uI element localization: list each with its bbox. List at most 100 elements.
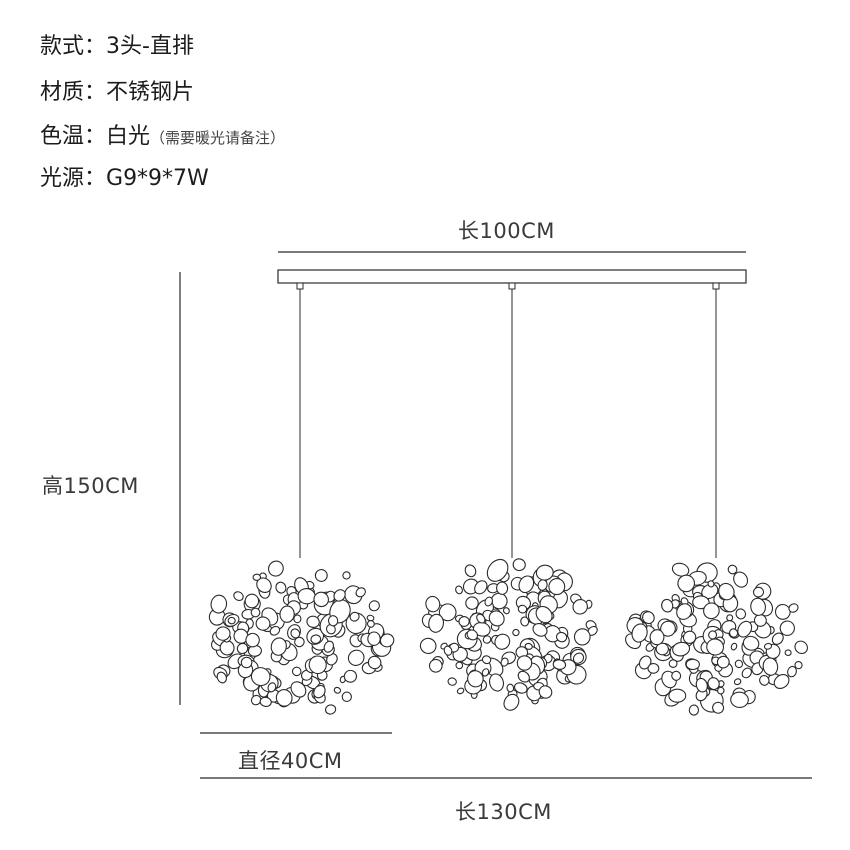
steel-disc	[324, 704, 337, 715]
pendant-1	[208, 282, 395, 715]
steel-disc	[794, 640, 808, 655]
steel-disc	[275, 689, 293, 707]
spec-material: 材质：不锈钢片	[40, 78, 194, 108]
steel-disc	[425, 595, 441, 613]
steel-disc	[742, 635, 760, 651]
steel-disc	[245, 632, 260, 648]
steel-disc	[512, 558, 526, 572]
steel-disc	[310, 634, 322, 644]
steel-disc	[367, 655, 382, 670]
steel-disc	[535, 564, 554, 581]
steel-disc	[419, 637, 437, 654]
steel-disc	[676, 603, 693, 620]
steel-disc	[712, 701, 725, 714]
steel-disc	[488, 610, 505, 627]
steel-disc	[313, 684, 326, 699]
steel-disc	[773, 674, 790, 689]
bottom-length-label: 长130CM	[455, 800, 552, 824]
pendant-2-cluster	[419, 558, 598, 711]
steel-disc	[481, 668, 490, 677]
steel-disc	[753, 613, 767, 627]
diameter-label: 直径40CM	[238, 749, 343, 773]
steel-disc	[447, 677, 457, 686]
steel-disc	[496, 581, 509, 595]
steel-disc	[688, 704, 700, 716]
steel-disc	[695, 677, 708, 693]
steel-disc	[458, 616, 470, 627]
spec-material-label: 材质：	[40, 80, 107, 105]
steel-disc	[535, 605, 553, 624]
steel-disc	[481, 655, 492, 665]
steel-disc	[734, 659, 744, 669]
steel-disc	[655, 642, 669, 656]
steel-disc	[314, 569, 328, 582]
steel-disc	[464, 564, 477, 578]
pendant-3	[625, 282, 808, 716]
pendant-3-cord-cap	[712, 282, 720, 290]
steel-disc	[250, 667, 271, 687]
steel-disc	[524, 642, 533, 650]
steel-disc	[268, 560, 284, 577]
steel-disc	[730, 642, 738, 651]
steel-disc	[333, 686, 342, 694]
steel-disc	[279, 605, 295, 623]
steel-disc	[516, 655, 533, 671]
steel-disc	[488, 673, 505, 692]
steel-disc	[730, 691, 749, 708]
steel-disc	[270, 637, 287, 656]
steel-disc	[703, 602, 720, 620]
steel-disc	[517, 670, 530, 683]
spec-color-temp-label: 色温：	[40, 124, 107, 149]
steel-disc	[252, 573, 262, 581]
steel-disc	[467, 670, 484, 688]
steel-disc	[255, 616, 271, 631]
steel-disc	[573, 628, 591, 646]
steel-disc	[660, 620, 676, 637]
steel-disc	[706, 638, 725, 656]
steel-disc	[750, 597, 766, 616]
steel-disc	[333, 589, 346, 602]
steel-disc	[759, 674, 770, 686]
top-length-label: 长100CM	[458, 219, 555, 243]
steel-disc	[294, 636, 305, 648]
steel-disc	[735, 608, 747, 620]
steel-disc	[443, 645, 453, 656]
steel-disc	[506, 683, 515, 693]
steel-disc	[484, 596, 494, 607]
spec-style: 款式：3头-直排	[40, 32, 194, 62]
steel-disc	[771, 632, 784, 645]
steel-disc	[250, 607, 261, 618]
steel-disc	[556, 631, 568, 643]
steel-disc	[455, 661, 464, 670]
steel-disc	[774, 603, 791, 620]
steel-disc	[482, 635, 492, 644]
steel-disc	[308, 655, 327, 675]
steel-disc	[647, 663, 660, 674]
spec-style-label: 款式：	[40, 34, 107, 59]
steel-disc	[517, 604, 528, 614]
steel-disc	[347, 649, 365, 666]
steel-disc	[216, 671, 227, 684]
steel-disc	[250, 694, 262, 706]
spec-color-temp-value: 白光	[106, 124, 151, 149]
steel-disc	[267, 682, 277, 693]
steel-disc	[727, 564, 738, 575]
steel-disc	[737, 620, 753, 638]
steel-disc	[290, 681, 307, 698]
steel-disc	[325, 624, 336, 635]
spec-material-value: 不锈钢片	[106, 80, 195, 105]
steel-disc	[275, 581, 287, 594]
steel-disc	[520, 616, 530, 627]
steel-disc	[784, 649, 792, 657]
height-label: 高150CM	[42, 474, 139, 498]
spec-style-value: 3头-直排	[106, 34, 194, 59]
steel-disc	[671, 562, 690, 577]
steel-disc	[692, 595, 710, 610]
pendant-3-cluster	[625, 562, 808, 716]
steel-disc	[259, 696, 272, 707]
steel-disc	[671, 670, 682, 681]
steel-disc	[240, 656, 253, 669]
steel-disc	[428, 613, 444, 633]
spec-light-source-value: G9*9*7W	[106, 166, 209, 191]
